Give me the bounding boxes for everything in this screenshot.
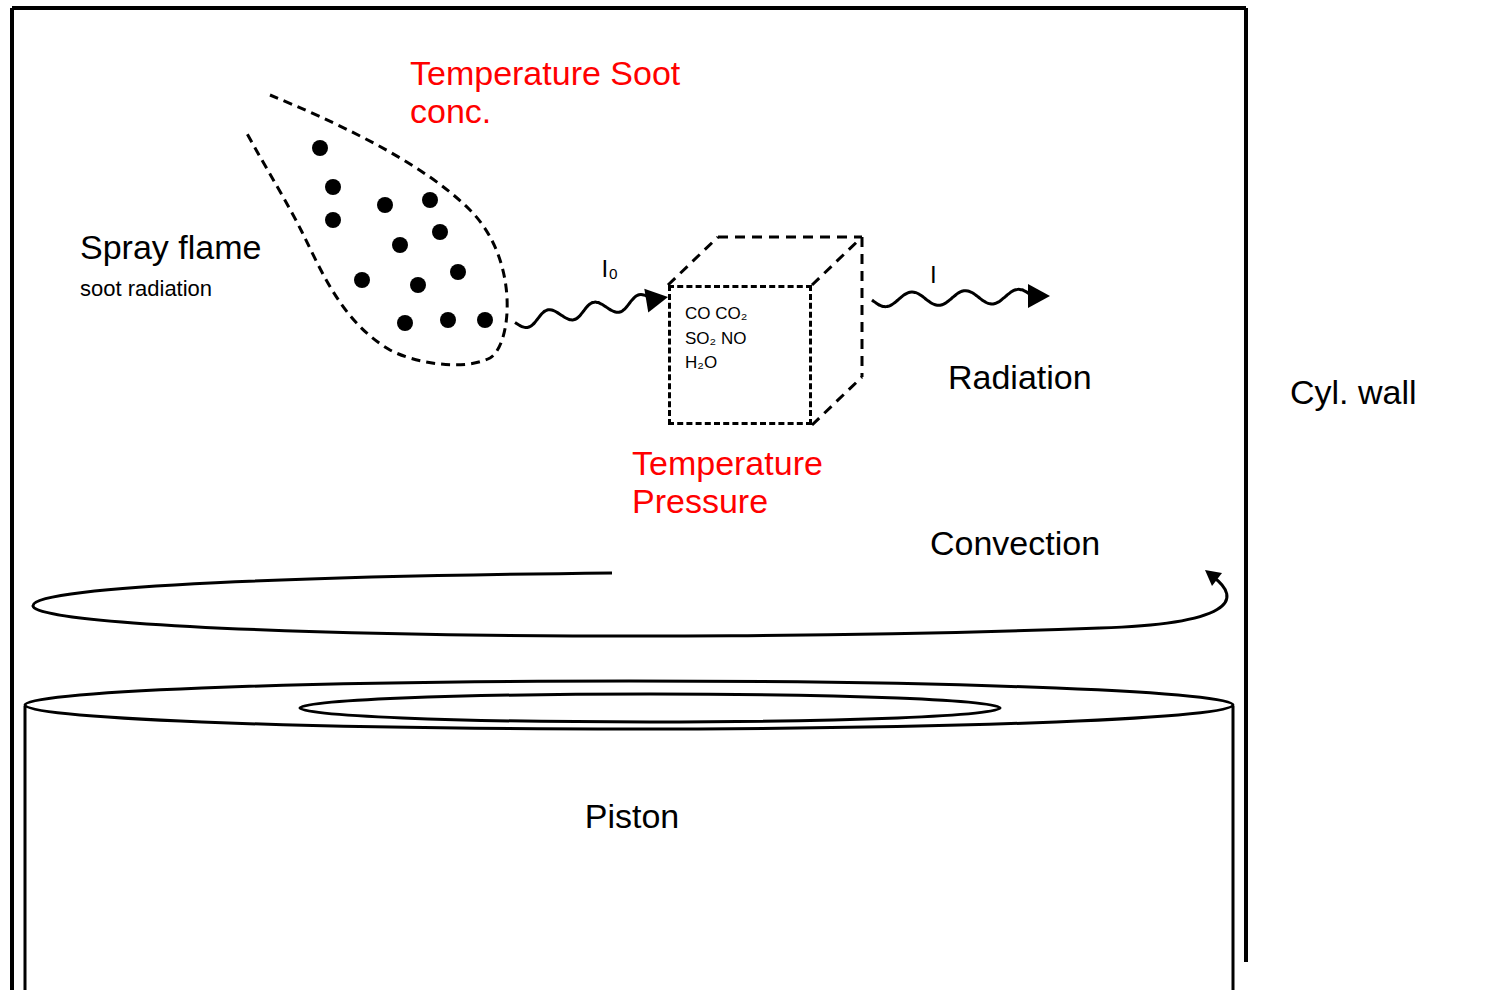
flame-property-label: Temperature Soot conc. xyxy=(410,54,700,130)
soot-particle xyxy=(325,212,341,228)
cube-edge xyxy=(861,237,864,377)
piston: Piston xyxy=(25,735,1239,990)
soot-particle xyxy=(325,179,341,195)
soot-particle xyxy=(410,277,426,293)
radiation-wave xyxy=(515,295,652,328)
soot-particle xyxy=(392,237,408,253)
convection-swirl xyxy=(33,573,1100,636)
soot-particle xyxy=(440,312,456,328)
cylinder-wall xyxy=(10,8,14,990)
arrowhead xyxy=(1028,284,1050,308)
node-title: CO CO₂ SO₂ NO H₂O xyxy=(685,302,769,376)
spray-flame-outline xyxy=(245,95,507,365)
gas-volume-cube: CO CO₂ SO₂ NO H₂O xyxy=(668,285,812,425)
cylinder-wall xyxy=(1244,8,1248,962)
soot-particle xyxy=(450,264,466,280)
piston-bowl xyxy=(300,694,1000,722)
arrowhead xyxy=(644,289,668,313)
node-subtitle: soot radiation xyxy=(80,276,212,301)
spray-flame: Spray flame soot radiation xyxy=(70,90,515,370)
soot-particle xyxy=(377,197,393,213)
soot-particle xyxy=(312,140,328,156)
cube-edge xyxy=(718,236,862,239)
cylinder-head xyxy=(12,6,1246,10)
intensity-label: I xyxy=(930,262,937,289)
arrowhead xyxy=(1205,570,1222,586)
node-title: Piston xyxy=(25,797,1239,836)
piston-side xyxy=(1232,706,1235,990)
piston-side xyxy=(24,706,27,990)
piston-top xyxy=(25,681,1233,729)
convection-swirl xyxy=(1100,576,1227,628)
radiation-wave xyxy=(872,289,1032,306)
radiation-label: Radiation xyxy=(948,358,1092,396)
intensity-label: I₀ xyxy=(600,256,621,283)
soot-particle xyxy=(477,312,493,328)
soot-particle xyxy=(432,224,448,240)
gas-property-label: Temperature Pressure xyxy=(632,444,922,520)
radiation-arrow xyxy=(515,289,668,328)
cube-edge xyxy=(668,237,718,285)
wall-label: Cyl. wall xyxy=(1290,373,1417,411)
convection-label: Convection xyxy=(930,524,1100,562)
soot-particle xyxy=(354,272,370,288)
cube-edge xyxy=(812,377,862,425)
node-title: Spray flame xyxy=(80,228,261,267)
soot-particle xyxy=(422,192,438,208)
cube-edge xyxy=(812,237,862,285)
soot-particle xyxy=(397,315,413,331)
